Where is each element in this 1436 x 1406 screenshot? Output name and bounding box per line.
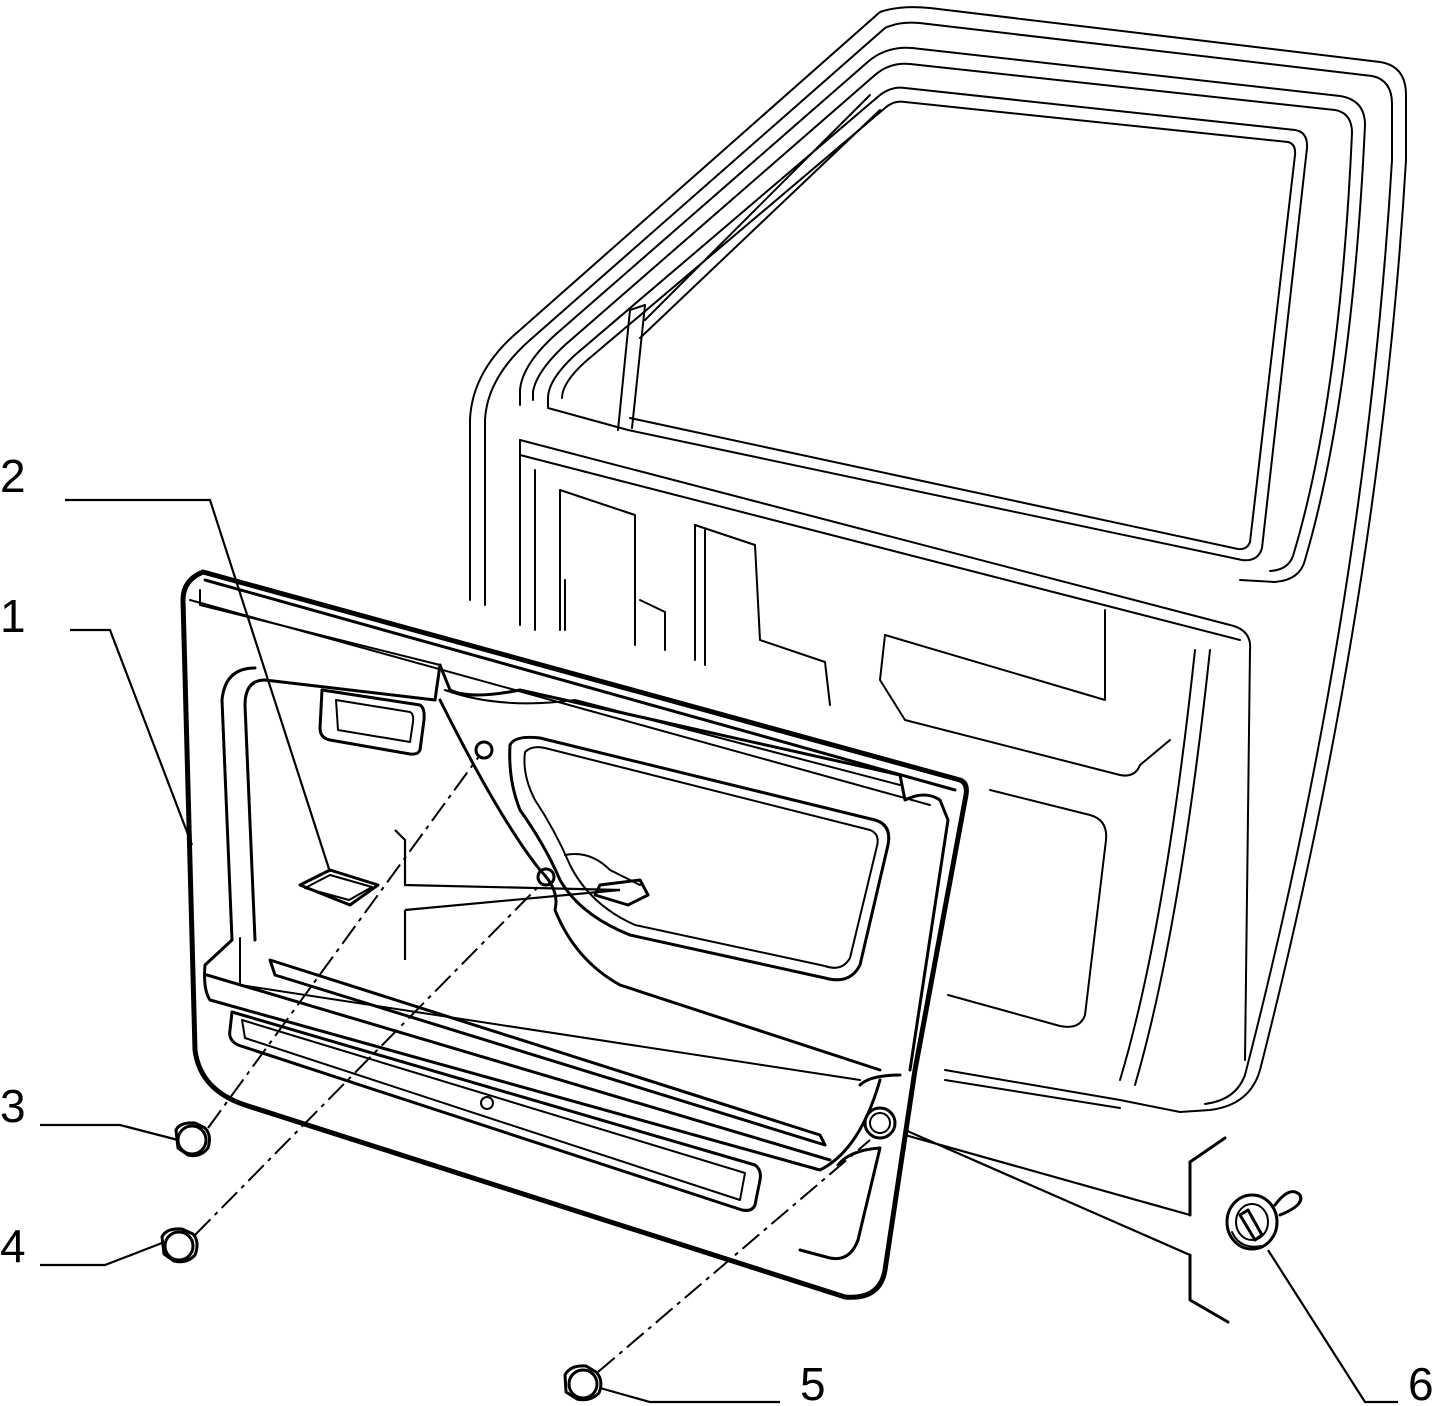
callout-4: 4 xyxy=(0,1220,26,1272)
callout-labels: 1 2 3 4 5 6 xyxy=(0,450,1434,1406)
leader-line-4 xyxy=(40,1241,163,1267)
installation-lines xyxy=(194,754,871,1373)
leader-line-6 xyxy=(1267,1249,1398,1404)
leader-line-5 xyxy=(599,1386,780,1404)
leader-line-2 xyxy=(65,498,332,873)
plug-cap-item-4 xyxy=(160,1227,199,1264)
callout-1: 1 xyxy=(0,590,26,642)
panel-clip-item-6 xyxy=(1188,1136,1303,1324)
door-trim-panel xyxy=(180,569,969,1300)
plug-cap-item-5 xyxy=(563,1364,603,1402)
leader-line-3 xyxy=(40,1123,179,1142)
callout-3: 3 xyxy=(0,1080,26,1132)
plug-cap-item-3 xyxy=(174,1121,211,1158)
callout-2: 2 xyxy=(0,450,26,502)
leader-line-1 xyxy=(70,628,194,846)
door-shell xyxy=(469,6,1407,1113)
callout-6: 6 xyxy=(1408,1358,1434,1406)
callout-5: 5 xyxy=(800,1358,826,1406)
leader-lines xyxy=(40,498,1398,1404)
